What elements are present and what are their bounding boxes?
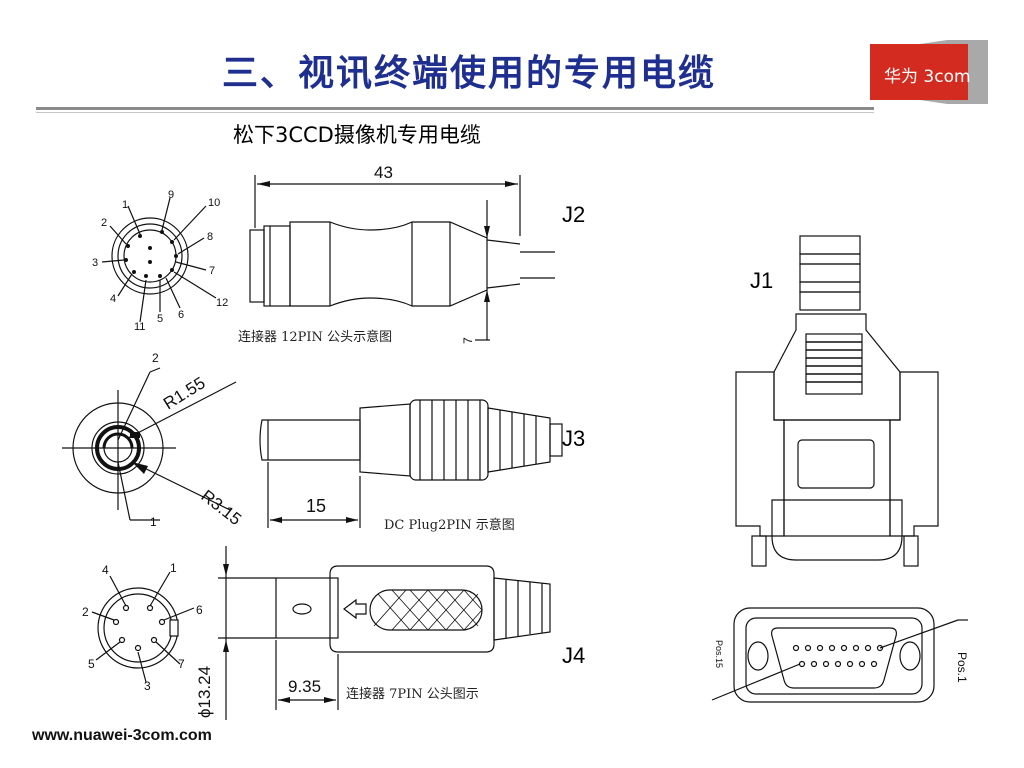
label-j2: J2 [562, 202, 586, 227]
pin-label: 1 [122, 199, 128, 211]
caption-12pin: 连接器 12PIN 公头示意图 [238, 330, 393, 345]
dc-plug-front [62, 367, 237, 521]
dc-pin-labels: 2 1 [150, 351, 159, 529]
pos1-label: Pos.1 [955, 652, 969, 683]
title-divider-thin [36, 112, 874, 113]
pin-label: 9 [168, 189, 174, 201]
pin-label: 6 [196, 603, 203, 617]
pin-label: 1 [170, 561, 177, 575]
connector-7pin-front [91, 571, 195, 683]
pin-label: 7 [209, 265, 215, 277]
dimension-7: 7 [461, 337, 475, 344]
footer-url: www.nuawei-3com.com [32, 727, 212, 744]
dimension-1324: ϕ13.24 [195, 666, 214, 718]
company-logo [870, 40, 988, 104]
dc-plug-side [259, 399, 563, 528]
db-connector-side [735, 235, 939, 567]
slide-title: 三、视讯终端使用的专用电缆 [222, 53, 717, 94]
connector-7pin-side [218, 546, 551, 720]
connector-12pin-front [101, 197, 217, 323]
pos15-label: Pos.15 [714, 640, 724, 668]
radius-label: R1.55 [160, 373, 209, 413]
radius-label: R3.15 [198, 486, 245, 529]
pin-labels-12: 1 9 10 2 8 3 7 4 12 11 5 6 [92, 189, 228, 333]
pin-label: 2 [101, 217, 107, 229]
caption-7pin: 连接器 7PIN 公头图示 [346, 687, 479, 702]
title-divider [36, 107, 874, 110]
pin-labels-7: 4 1 2 6 5 7 3 [82, 561, 203, 693]
pin-label: 4 [110, 293, 116, 305]
caption-dc-plug: DC Plug2PIN 示意图 [384, 518, 515, 533]
label-j4: J4 [562, 643, 586, 668]
connector-12pin-side [249, 175, 555, 341]
pin-label: 10 [208, 197, 220, 209]
label-j3: J3 [562, 426, 586, 451]
pin-label: 8 [207, 231, 213, 243]
pin-label: 11 [134, 321, 145, 333]
dimension-15: 15 [306, 496, 326, 516]
pin-label: 2 [152, 351, 159, 365]
pin-label: 3 [92, 257, 98, 269]
pin-label: 4 [102, 563, 109, 577]
pin-label: 7 [178, 657, 185, 671]
dimension-43: 43 [374, 163, 393, 182]
dimension-935: 9.35 [288, 677, 321, 696]
pin-label: 12 [216, 297, 228, 309]
pin-label: 5 [88, 657, 95, 671]
pin-label: 1 [150, 515, 157, 529]
pin-label: 5 [157, 313, 163, 325]
pin-label: 2 [82, 605, 89, 619]
pin-label: 6 [178, 309, 184, 321]
subtitle: 松下3CCD摄像机专用电缆 [233, 123, 481, 147]
label-j1: J1 [750, 268, 774, 293]
pin-label: 3 [144, 679, 151, 693]
logo-text: 华为 3com [884, 67, 971, 87]
db-connector-front [711, 607, 968, 703]
